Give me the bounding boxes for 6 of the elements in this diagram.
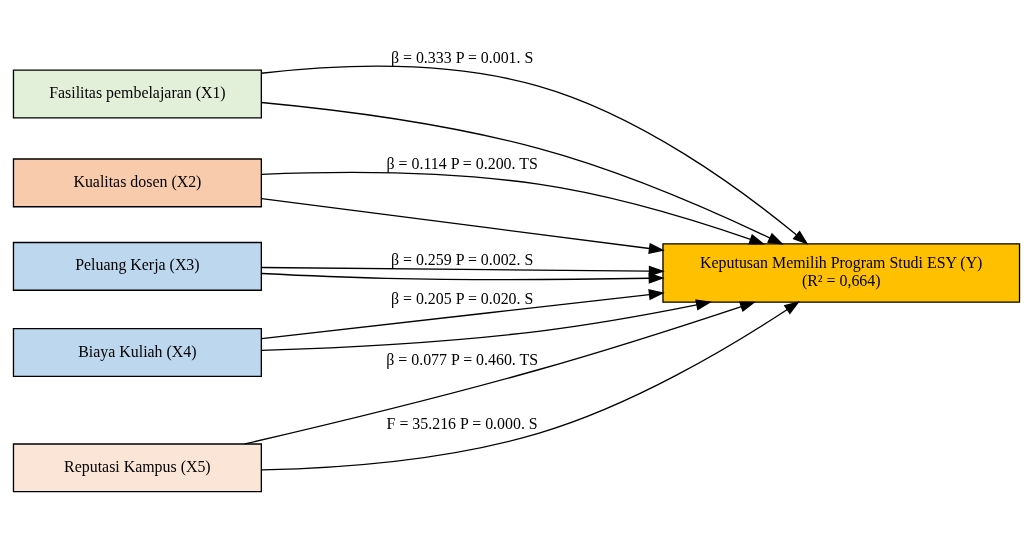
edge-label: β = 0.077 P = 0.460. TS	[386, 350, 539, 368]
edge-label: β = 0.114 P = 0.200. TS	[386, 154, 538, 172]
edge-label: F = 35.216 P = 0.000. S	[386, 414, 538, 432]
edge-label: β = 0.333 P = 0.001. S	[390, 48, 534, 66]
edge-label: β = 0.205 P = 0.020. S	[390, 289, 534, 307]
edge-label: β = 0.259 P = 0.002. S	[390, 250, 534, 268]
